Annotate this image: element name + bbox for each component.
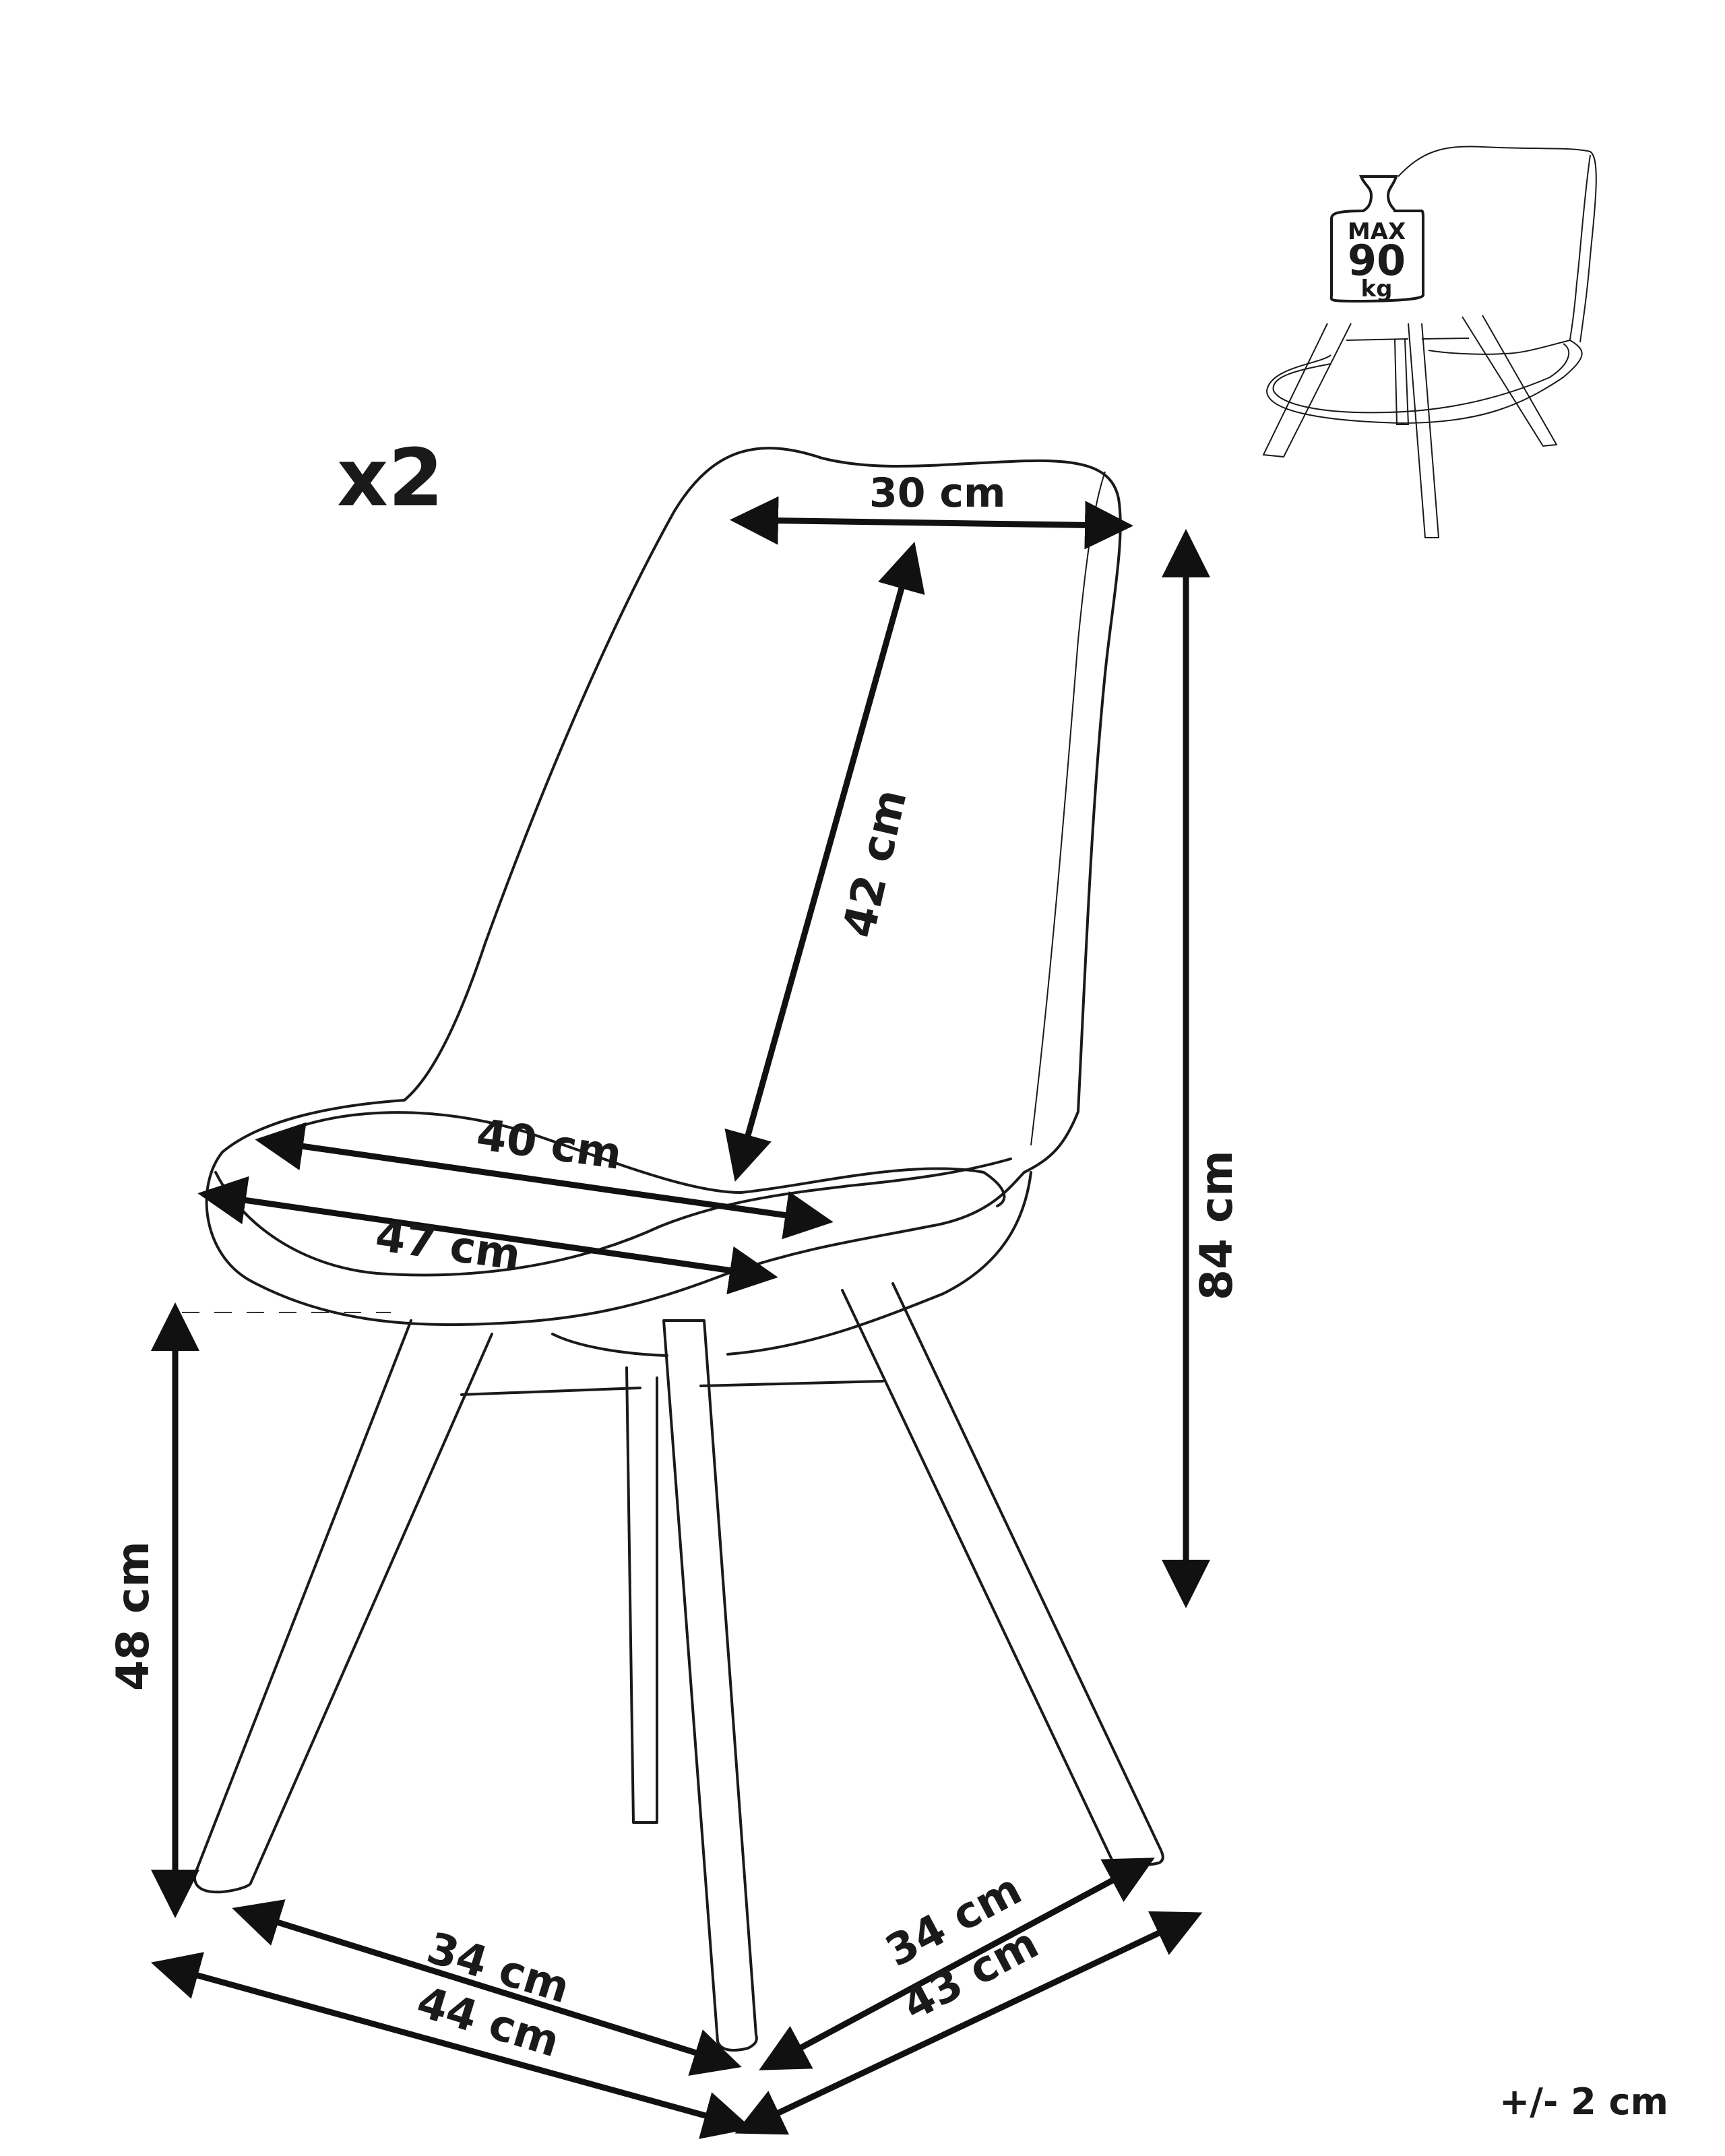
weight-max-label: MAX: [1348, 218, 1406, 245]
backrest-outline: [403, 447, 1122, 1174]
inset-chair-leg-fr: [1408, 323, 1440, 538]
front-left-leg: [193, 1319, 493, 1894]
total-height-label: 84 cm: [1191, 1150, 1243, 1300]
back-right-leg: [841, 1282, 1164, 1867]
inset-chair-leg-bl: [1394, 339, 1410, 425]
leg-brace-left: [460, 1387, 641, 1396]
backrest-height-label: 42 cm: [833, 784, 917, 942]
front-right-leg: [662, 1319, 758, 2052]
inset-chair-leg-fl: [1262, 323, 1352, 458]
inset-chair-leg-br: [1462, 315, 1558, 447]
inset-chair-backrest-edge: [1569, 154, 1591, 341]
quantity-label: x2: [337, 431, 443, 524]
side-footprint-arrow: [734, 1911, 1203, 2135]
dimension-arrows: [150, 496, 1210, 2139]
weight-unit-label: kg: [1361, 276, 1393, 303]
back-left-leg: [625, 1366, 658, 1824]
backrest-width-label: 30 cm: [869, 470, 1005, 517]
leg-brace-right: [699, 1380, 884, 1387]
inset-chair-seat: [1265, 339, 1583, 424]
weight-capacity-inset: MAX 90 kg: [1262, 146, 1597, 538]
seat-height-label: 48 cm: [107, 1541, 159, 1691]
seat-width-label: 47 cm: [373, 1211, 524, 1281]
seat-width-arrow: [197, 1176, 778, 1295]
chair-illustration: [193, 447, 1164, 2052]
seat-underside: [551, 1171, 1032, 1357]
inset-chair-brace: [1346, 338, 1470, 341]
inset-chair-backrest: [1398, 146, 1597, 343]
backrest-height-arrow: [724, 542, 925, 1182]
backrest-width-arrow: [730, 496, 1133, 550]
inset-chair-seat-inner: [1272, 343, 1570, 414]
seat-depth-label: 40 cm: [474, 1110, 625, 1180]
tolerance-label: +/- 2 cm: [1499, 2081, 1668, 2123]
seat-outline-outer: [205, 1099, 1026, 1327]
weight-icon: [1329, 175, 1424, 303]
weight-value-label: 90: [1348, 236, 1406, 285]
front-footprint-arrow: [150, 1952, 753, 2139]
